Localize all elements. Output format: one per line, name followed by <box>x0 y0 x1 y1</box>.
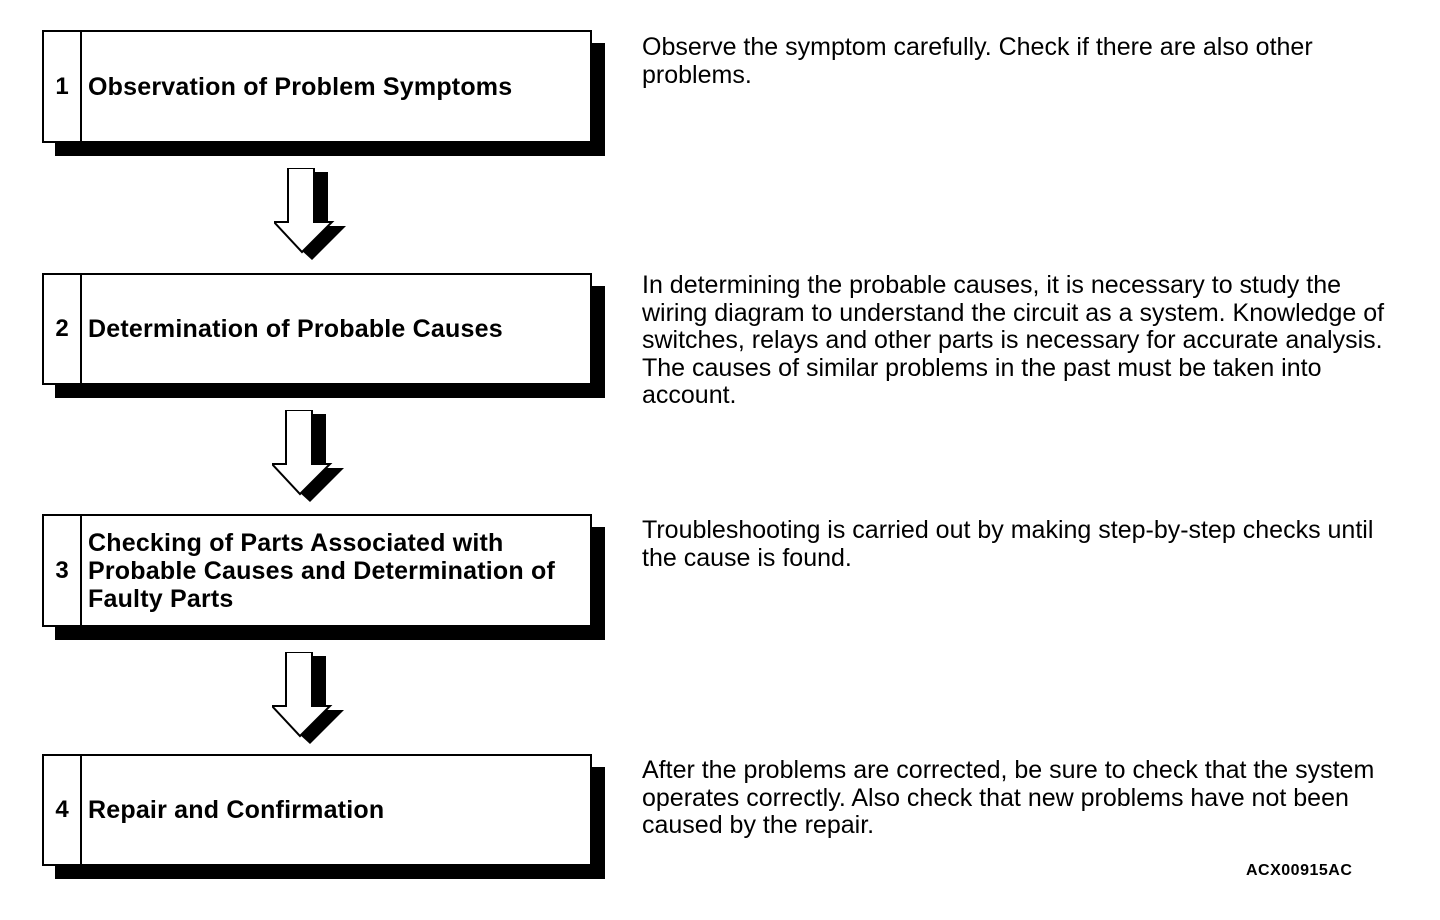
step-4-box: 4 Repair and Confirmation <box>42 754 592 866</box>
step-4-description: After the problems are corrected, be sur… <box>642 756 1375 839</box>
step-3-description: Troubleshooting is carried out by making… <box>642 516 1374 572</box>
step-1-number: 1 <box>44 32 82 141</box>
step-1-description: Observe the symptom carefully. Check if … <box>642 33 1313 89</box>
step-3-title: Checking of Parts Associated with Probab… <box>88 528 556 613</box>
step-2-title: Determination of Probable Causes <box>88 315 503 343</box>
step-1-box: 1 Observation of Problem Symptoms <box>42 30 592 143</box>
down-arrow-icon <box>274 168 346 260</box>
down-arrow-icon <box>272 410 344 502</box>
step-2-box: 2 Determination of Probable Causes <box>42 273 592 385</box>
step-3-box: 3 Checking of Parts Associated with Prob… <box>42 514 592 627</box>
figure-code: ACX00915AC <box>1246 862 1353 879</box>
step-4-title: Repair and Confirmation <box>88 796 385 824</box>
down-arrow-icon <box>272 652 344 744</box>
step-1-title: Observation of Problem Symptoms <box>88 72 513 101</box>
step-2-description: In determining the probable causes, it i… <box>642 271 1385 409</box>
step-4-number: 4 <box>44 756 82 864</box>
step-2-number: 2 <box>44 275 82 383</box>
step-3-number: 3 <box>44 516 82 625</box>
